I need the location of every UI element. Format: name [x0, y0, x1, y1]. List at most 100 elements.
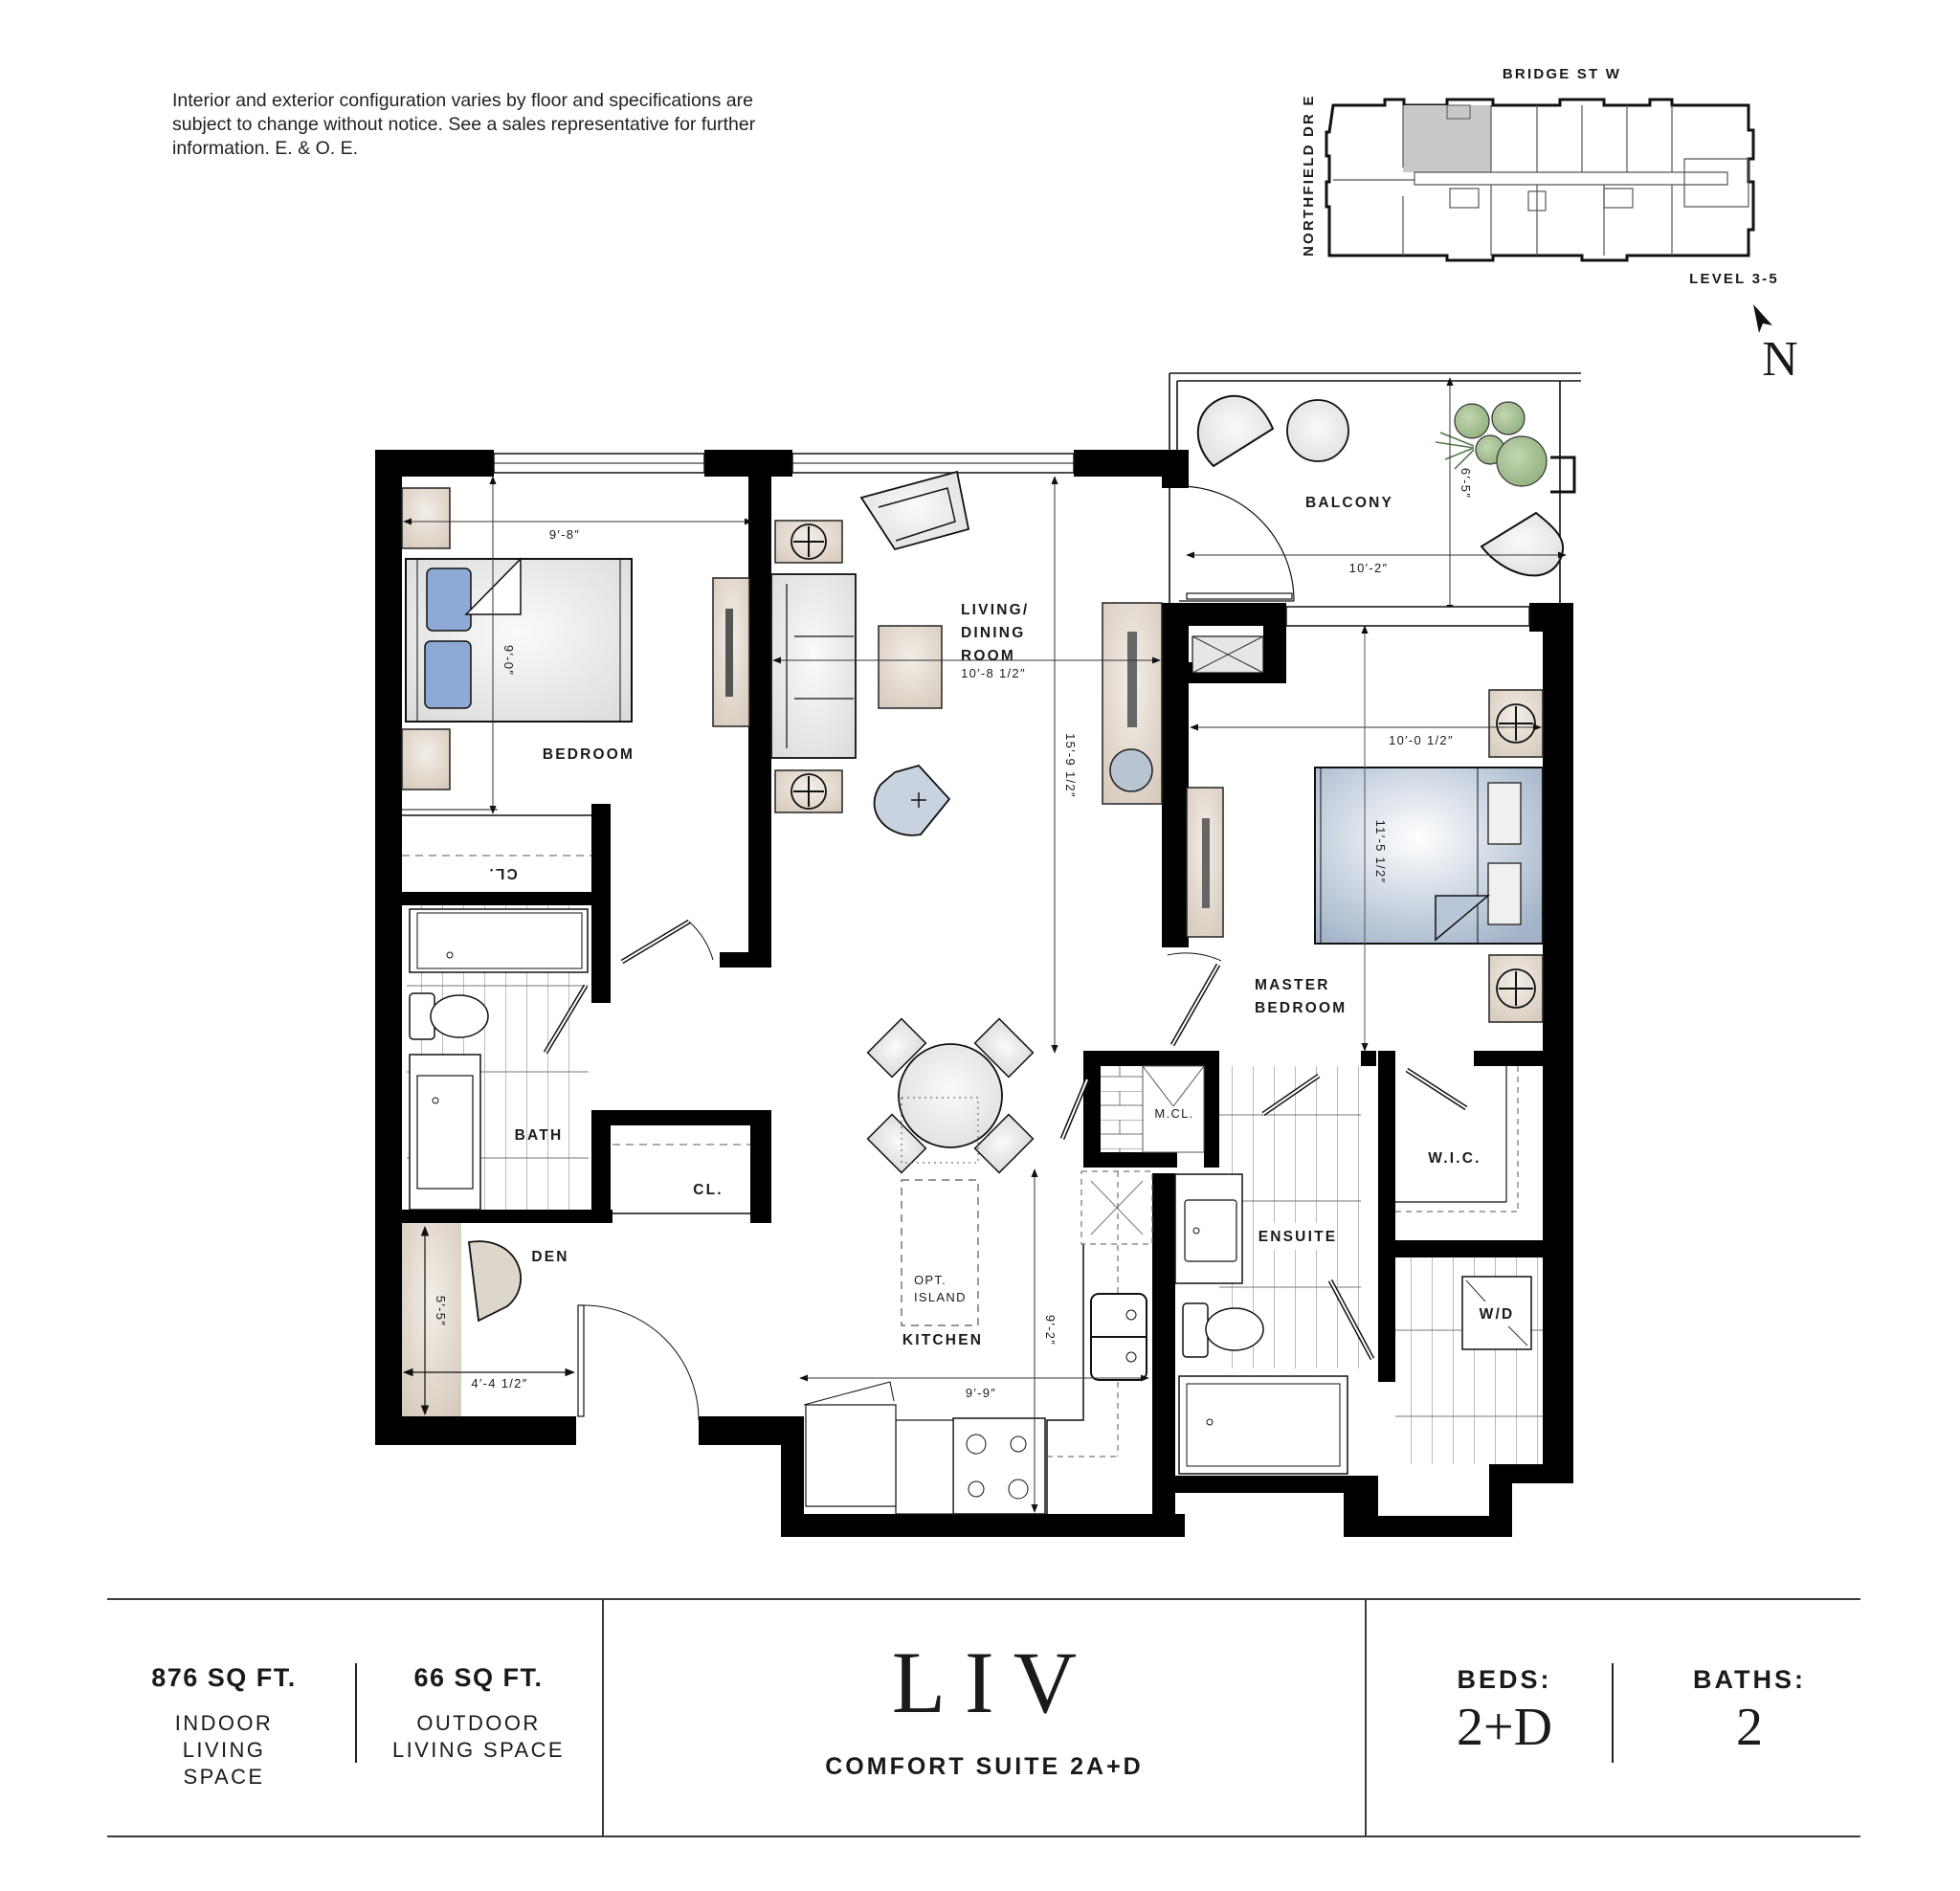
- walls: [375, 450, 1573, 1537]
- brand-title: LIV: [891, 1634, 1097, 1731]
- pillow: [1487, 782, 1522, 845]
- living-dining-room: LIVING/ DINING ROOM 10′-8 1/2″ 15′-9 1/2…: [770, 470, 1163, 1174]
- pillow: [1487, 862, 1522, 925]
- nightstand-lamp-icon: [1488, 689, 1544, 758]
- room-label-hall-closet: CL.: [693, 1182, 724, 1198]
- room-label-living-2: DINING: [961, 625, 1025, 641]
- room-label-balcony: BALCONY: [1305, 495, 1393, 511]
- sink-vanity: [409, 1054, 481, 1211]
- room-label-den: DEN: [531, 1249, 568, 1265]
- spec-divider: [1612, 1663, 1614, 1763]
- sofa: [770, 573, 857, 759]
- baths-spec: BATHS: 2: [1644, 1665, 1855, 1756]
- island-label-2: ISLAND: [914, 1290, 967, 1304]
- dim-master-depth: 11′-5 1/2″: [1373, 820, 1388, 884]
- coffee-table: [878, 625, 943, 709]
- key-plan: BRIDGE ST W NORTHFIELD DR E LEVEL 3: [1301, 66, 1798, 387]
- dim-bedroom-depth: 9′-0″: [501, 645, 516, 676]
- beds-spec: BEDS: 2+D: [1399, 1665, 1610, 1756]
- dishwasher: [895, 1419, 954, 1515]
- laundry: W/D: [1327, 1257, 1543, 1464]
- specs-section: BEDS: 2+D BATHS: 2: [1367, 1600, 1860, 1835]
- bath: BATH: [407, 905, 589, 1211]
- optional-island: [901, 1179, 979, 1326]
- nightstand: [401, 728, 451, 790]
- entry-door: [577, 1304, 585, 1417]
- north-label: N: [1762, 332, 1798, 387]
- bathtub: [409, 908, 589, 973]
- dim-balcony-depth: 6′-5″: [1459, 468, 1473, 499]
- kitchen: OPT. ISLAND KITCHEN: [799, 1168, 1153, 1515]
- dim-den-width: 4′-4 1/2″: [471, 1376, 527, 1390]
- area-section: 876 SQ FT. INDOOR LIVING SPACE 66 SQ FT.…: [107, 1600, 604, 1835]
- balcony-chair: [1196, 394, 1275, 468]
- room-label-living-3: ROOM: [961, 648, 1015, 664]
- stat-divider: [355, 1663, 357, 1763]
- dim-master-width: 10′-0 1/2″: [1389, 733, 1454, 747]
- outdoor-area-label-1: OUTDOOR: [416, 1711, 541, 1735]
- suite-name: COMFORT SUITE 2A+D: [825, 1753, 1144, 1780]
- dim-den-depth: 5′-5″: [434, 1296, 448, 1326]
- dim-balcony-width: 10′-2″: [1349, 561, 1389, 575]
- hall-closet: CL.: [612, 1144, 750, 1214]
- dim-living-width: 10′-8 1/2″: [961, 666, 1026, 680]
- plant-icon: [1435, 401, 1548, 487]
- stove: [952, 1417, 1046, 1515]
- nightstand-lamp-icon: [1488, 954, 1544, 1023]
- pillow: [426, 567, 472, 632]
- room-label-master-2: BEDROOM: [1255, 1000, 1347, 1016]
- bedroom: BEDROOM CL. 9′-8″ 9′-0″: [401, 476, 753, 965]
- level-label: LEVEL 3-5: [1689, 271, 1779, 287]
- street-label-left: NORTHFIELD DR E: [1301, 94, 1317, 256]
- tv-console: [1102, 602, 1163, 805]
- nightstand: [401, 487, 451, 549]
- ensuite: ENSUITE: [1174, 1066, 1361, 1475]
- den: DEN 5′-5″ 4′-4 1/2″: [402, 1223, 700, 1421]
- master-bedroom: MASTER BEDROOM 10′-0 1/2″ 11′-5 1/2″: [1167, 625, 1544, 1052]
- disclaimer-text: Interior and exterior configuration vari…: [172, 90, 756, 159]
- outdoor-area-value: 66 SQ FT.: [413, 1663, 544, 1692]
- room-label-master-1: MASTER: [1255, 977, 1330, 993]
- dim-bedroom-width: 9′-8″: [549, 527, 580, 542]
- desk-chair: [468, 1240, 522, 1323]
- indoor-area-stat: 876 SQ FT. INDOOR LIVING SPACE: [142, 1663, 306, 1791]
- title-section: LIV COMFORT SUITE 2A+D: [604, 1600, 1367, 1835]
- kitchen-sink: [1090, 1293, 1147, 1381]
- toilet: [409, 992, 489, 1040]
- armchair: [859, 470, 970, 551]
- suite-info-band: 876 SQ FT. INDOOR LIVING SPACE 66 SQ FT.…: [107, 1598, 1860, 1837]
- indoor-area-label-2: LIVING SPACE: [182, 1738, 266, 1789]
- accent-chair: [873, 764, 951, 836]
- ensuite-vanity: [1174, 1173, 1243, 1284]
- dim-kitchen-width: 9′-9″: [966, 1386, 996, 1400]
- room-label-kitchen: KITCHEN: [902, 1332, 983, 1348]
- room-label-master-closet: M.CL.: [1154, 1106, 1193, 1121]
- balcony: BALCONY 10′-2″ 6′-5″: [1169, 372, 1581, 613]
- pantry: [805, 1404, 897, 1507]
- room-label-ensuite: ENSUITE: [1258, 1229, 1338, 1245]
- dining-set: [866, 1017, 1035, 1174]
- floor-plan-drawing: BRIDGE ST W NORTHFIELD DR E LEVEL 3: [375, 66, 1798, 1537]
- indoor-area-value: 876 SQ FT.: [151, 1663, 297, 1692]
- outdoor-area-label-2: LIVING SPACE: [392, 1738, 565, 1762]
- outdoor-area-stat: 66 SQ FT. OUTDOOR LIVING SPACE: [389, 1663, 568, 1764]
- dim-kitchen-depth: 9′-2″: [1043, 1315, 1058, 1346]
- master-bed: [1314, 767, 1544, 945]
- beds-label: BEDS:: [1457, 1665, 1552, 1694]
- street-label-top: BRIDGE ST W: [1503, 66, 1621, 82]
- island-label-1: OPT.: [914, 1273, 947, 1287]
- master-closet: M.CL.: [1059, 1065, 1205, 1153]
- baths-value: 2: [1736, 1698, 1763, 1757]
- bathtub: [1178, 1375, 1348, 1475]
- baths-label: BATHS:: [1693, 1665, 1806, 1694]
- toilet: [1182, 1302, 1264, 1358]
- indoor-area-label-1: INDOOR: [174, 1711, 274, 1735]
- north-arrow-icon: [1753, 304, 1772, 333]
- side-table-lamp-icon: [774, 520, 843, 564]
- pillow: [424, 640, 472, 709]
- room-label-bath: BATH: [515, 1127, 564, 1144]
- bed: [405, 557, 633, 723]
- balcony-table: [1286, 399, 1349, 462]
- desk: [402, 1223, 461, 1416]
- side-table-lamp-icon: [774, 769, 843, 813]
